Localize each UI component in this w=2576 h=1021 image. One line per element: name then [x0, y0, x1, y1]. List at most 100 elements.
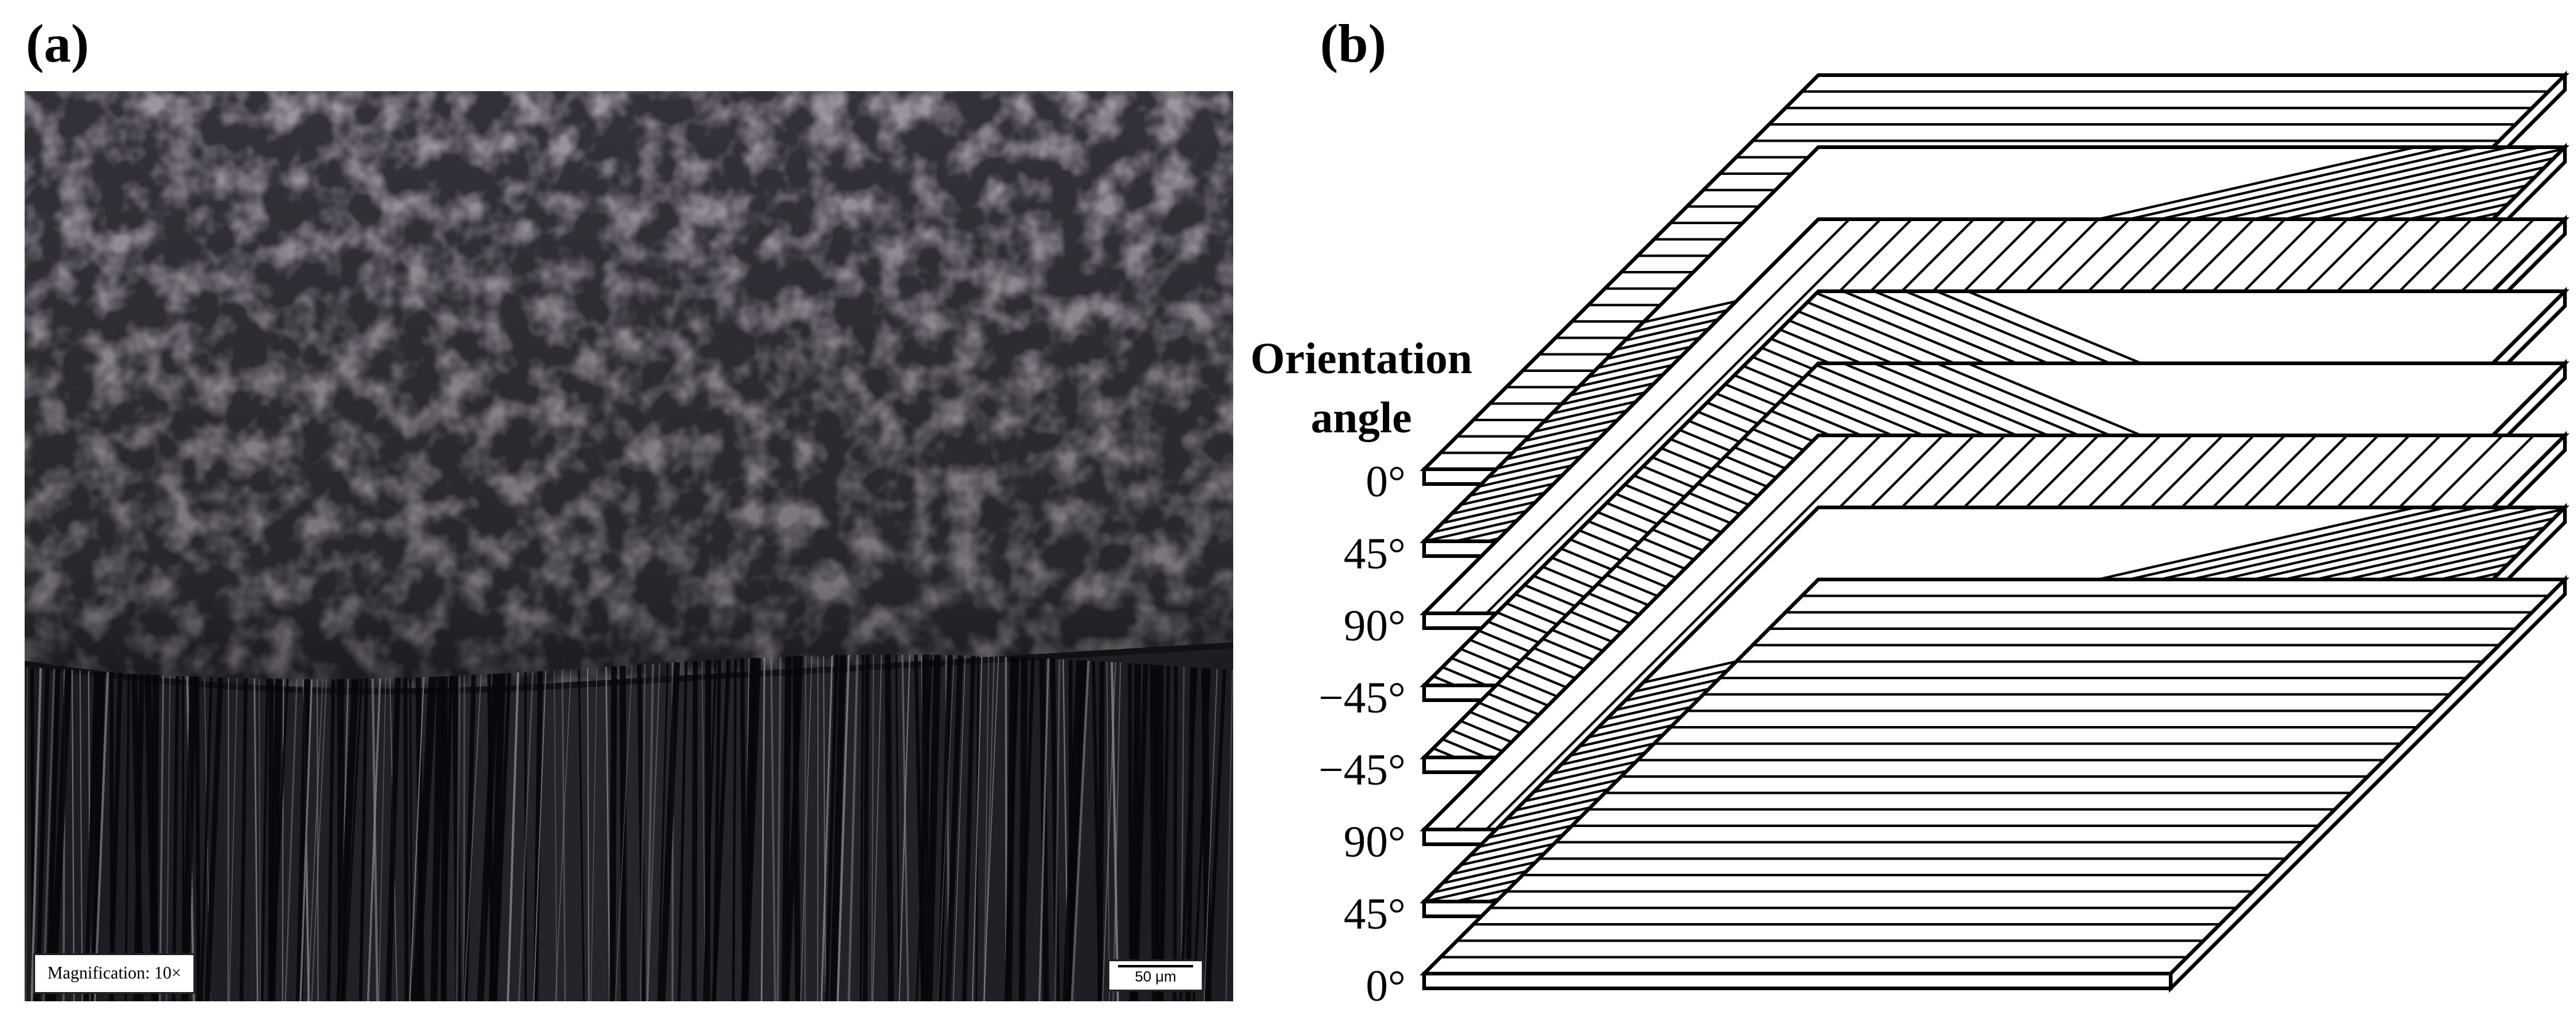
- fiber-streak: [1180, 666, 1185, 1001]
- fiber-streak: [1097, 661, 1105, 1001]
- fiber-streak: [953, 655, 966, 1001]
- hatch-line: [2543, 147, 2565, 541]
- hatch-line: [1232, 363, 1269, 757]
- fiber-streak: [311, 679, 328, 1001]
- fiber-streak: [1179, 668, 1198, 1001]
- fiber-streak: [555, 669, 572, 1001]
- fiber-streak: [921, 655, 930, 1001]
- fiber-streak: [416, 676, 437, 1001]
- fiber-streak: [971, 656, 982, 1001]
- fiber-streak: [1038, 658, 1050, 1001]
- fiber-streak: [792, 656, 801, 1001]
- fiber-streak: [1160, 666, 1170, 1001]
- fiber-streak: [781, 656, 792, 1001]
- orientation-angle-label: 45°: [1343, 529, 1406, 578]
- fiber-streak: [1050, 658, 1060, 1001]
- fiber-streak: [371, 679, 379, 1001]
- fiber-streak: [35, 668, 50, 1001]
- laminate-stack-diagram: [1232, 70, 2570, 993]
- fiber-streak: [71, 670, 75, 1001]
- fiber-streak: [94, 672, 109, 1001]
- panel-a-label: (a): [26, 14, 89, 74]
- fiber-streak: [760, 657, 766, 1001]
- fiber-streak: [895, 654, 901, 1001]
- panel-b-label: (b): [1320, 14, 1387, 74]
- fiber-streak: [605, 666, 611, 1001]
- fiber-streak: [862, 655, 870, 1001]
- layer-front-edge: [1422, 972, 2173, 990]
- orientation-angle-label: −45°: [1318, 673, 1406, 722]
- hatch-line: [1232, 291, 1331, 685]
- hatch-line: [1232, 291, 1237, 685]
- fiber-streak: [1203, 669, 1218, 1001]
- hatch-line: [1485, 219, 1882, 613]
- hatch-line: [1454, 219, 1850, 613]
- fiber-streak: [367, 678, 381, 1001]
- hatch-line: [1424, 363, 1425, 757]
- hatch-line: [1232, 291, 1362, 685]
- fiber-streak: [441, 676, 453, 1001]
- hatch-line: [1424, 291, 1425, 685]
- hatch-line: [1424, 291, 1705, 685]
- fiber-streak: [1201, 668, 1212, 1001]
- hatch-line: [1232, 291, 1269, 685]
- fiber-streak: [270, 679, 289, 1001]
- fiber-streak: [284, 679, 298, 1001]
- fiber-streak: [945, 655, 963, 1001]
- fiber-streak: [49, 669, 72, 1001]
- orientation-angle-title: Orientation angle: [1232, 329, 1491, 448]
- fiber-streak: [983, 656, 989, 1001]
- fiber-streak: [1067, 660, 1088, 1001]
- micrograph-image: Magnification: 10× 50 μm: [25, 91, 1233, 1001]
- fiber-streak: [181, 676, 197, 1001]
- fiber-streak: [307, 679, 323, 1001]
- fiber-hatch: [1424, 579, 2565, 974]
- orientation-angle-label: −45°: [1318, 745, 1406, 794]
- hatch-line: [1424, 291, 1456, 685]
- hatch-line: [1232, 291, 1300, 685]
- hatch-line: [1424, 147, 2509, 541]
- layer-side-edge: [2169, 575, 2567, 993]
- fiber-streak: [848, 655, 859, 1001]
- fiber-streak: [229, 678, 238, 1001]
- orientation-title-line1: Orientation: [1250, 334, 1472, 383]
- fiber-streak: [385, 677, 401, 1001]
- fiber-streak: [430, 676, 444, 1001]
- fiber-streak: [343, 679, 363, 1001]
- fiber-streak: [820, 655, 833, 1001]
- fiber-streak: [1207, 669, 1226, 1001]
- scale-bar-line: [1118, 965, 1193, 967]
- hatch-line: [1454, 435, 1850, 829]
- fiber-streak: [533, 671, 543, 1001]
- fiber-streak: [915, 655, 933, 1001]
- fiber-streak: [804, 656, 807, 1001]
- hatch-line: [1232, 363, 1300, 757]
- hatch-line: [2543, 507, 2565, 902]
- fiber-streak: [800, 655, 812, 1001]
- hatch-line: [1232, 291, 1393, 685]
- fiber-streak: [647, 663, 661, 1001]
- hatch-line: [1424, 291, 1674, 685]
- fiber-streak: [296, 679, 311, 1001]
- fiber-streak: [1063, 660, 1083, 1001]
- fiber-streak: [658, 662, 681, 1001]
- fiber-streak: [1149, 664, 1159, 1001]
- fiber-streak: [336, 679, 359, 1001]
- fiber-streak: [455, 676, 461, 1001]
- hatch-line: [1232, 363, 1331, 757]
- fiber-streak: [962, 655, 976, 1001]
- fiber-streak: [166, 676, 171, 1001]
- fiber-streak: [615, 665, 633, 1001]
- fiber-streak: [124, 673, 130, 1001]
- fiber-streak: [678, 661, 688, 1001]
- fiber-streak: [488, 673, 506, 1001]
- fiber-streak: [109, 672, 123, 1001]
- hatch-line: [1485, 435, 1882, 829]
- fiber-streak: [1225, 669, 1233, 1001]
- hatch-line: [1232, 363, 1237, 757]
- fiber-streak: [817, 655, 819, 1001]
- fiber-streak: [533, 671, 546, 1001]
- fiber-streak: [227, 677, 230, 1001]
- hatch-line: [1424, 363, 1705, 757]
- fiber-streak: [506, 672, 519, 1001]
